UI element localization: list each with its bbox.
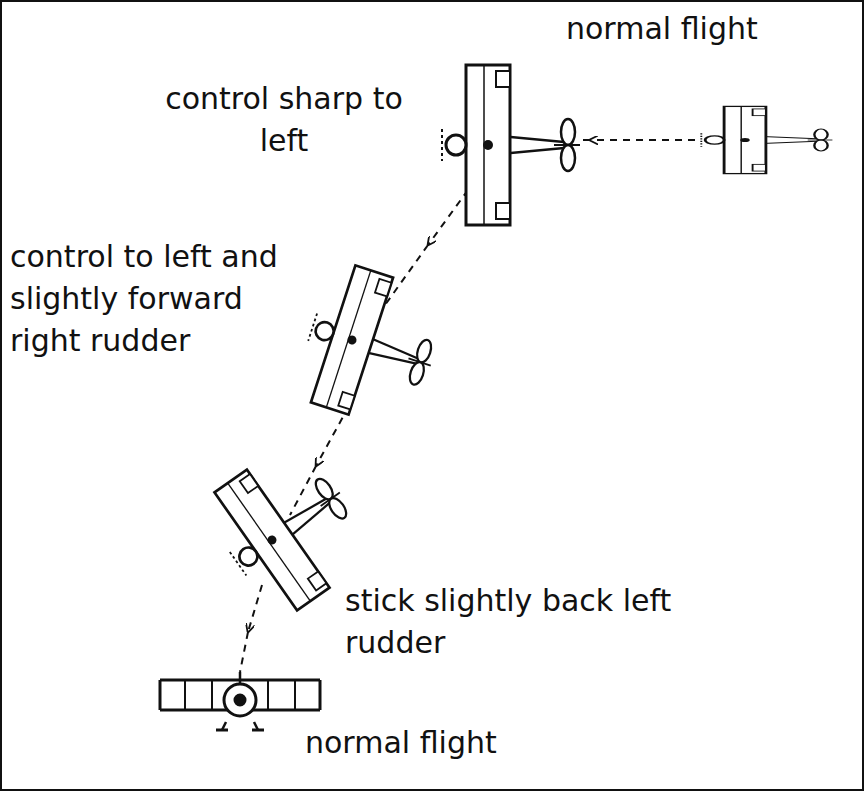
biplane-sharp-left xyxy=(442,65,580,225)
maneuver-label: normal flight xyxy=(566,8,856,50)
maneuver-label: stick slightly back left rudder xyxy=(345,580,745,664)
biplane-banked xyxy=(290,259,453,434)
biplane-front-view xyxy=(160,672,320,730)
maneuver-label: control sharp to left xyxy=(150,78,418,162)
maneuver-label: normal flight xyxy=(305,722,645,764)
maneuver-label: control to left and slightly forward rig… xyxy=(10,236,310,362)
biplane-top-right xyxy=(701,106,832,173)
